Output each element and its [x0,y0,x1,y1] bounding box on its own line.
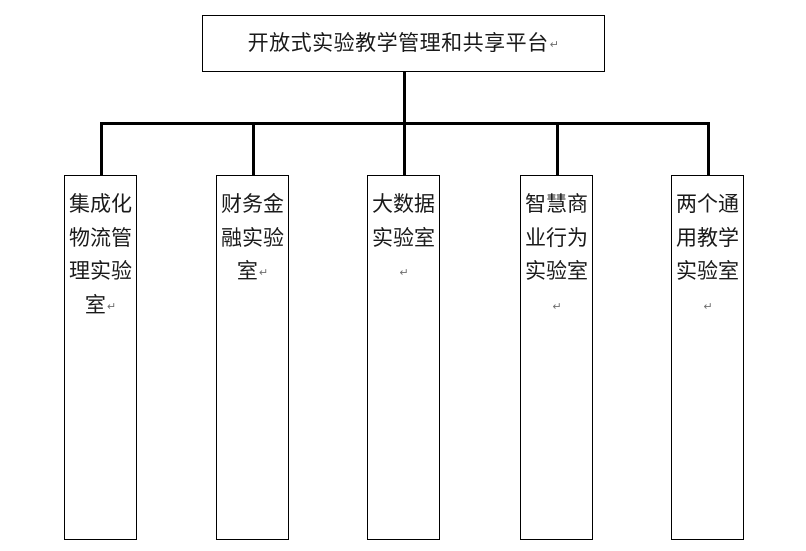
return-mark-icon: ↵ [106,299,117,313]
root-node-label: 开放式实验教学管理和共享平台↵ [247,31,560,55]
leaf-node-label-2: 财务金融实验室↵ [221,192,284,283]
leaf-node-box-2[interactable]: 财务金融实验室↵ [216,175,289,540]
leaf-node-label-3: 大数据实验室↵ [372,192,435,279]
return-mark-icon: ↵ [549,38,560,51]
leaf-node-box-5[interactable]: 两个通用教学实验室↵ [671,175,744,540]
connector-drop-3 [403,122,406,176]
connector-drop-4 [556,122,559,176]
leaf-node-box-4[interactable]: 智慧商业行为实验室↵ [520,175,593,540]
connector-drop-5 [707,122,710,176]
leaf-node-label-5: 两个通用教学实验室↵ [676,192,739,313]
leaf-node-label-1: 集成化物流管理实验室↵ [69,192,132,317]
leaf-node-box-1[interactable]: 集成化物流管理实验室↵ [64,175,137,540]
connector-drop-1 [100,122,103,176]
root-node-box[interactable]: 开放式实验教学管理和共享平台↵ [202,15,605,72]
connector-root-stem [403,71,406,125]
connector-drop-2 [252,122,255,176]
leaf-node-label-4: 智慧商业行为实验室↵ [525,192,588,313]
leaf-node-box-3[interactable]: 大数据实验室↵ [367,175,440,540]
return-mark-icon: ↵ [258,266,269,279]
return-mark-icon: ↵ [703,299,713,313]
return-mark-icon: ↵ [552,299,562,313]
return-mark-icon: ↵ [399,266,409,279]
